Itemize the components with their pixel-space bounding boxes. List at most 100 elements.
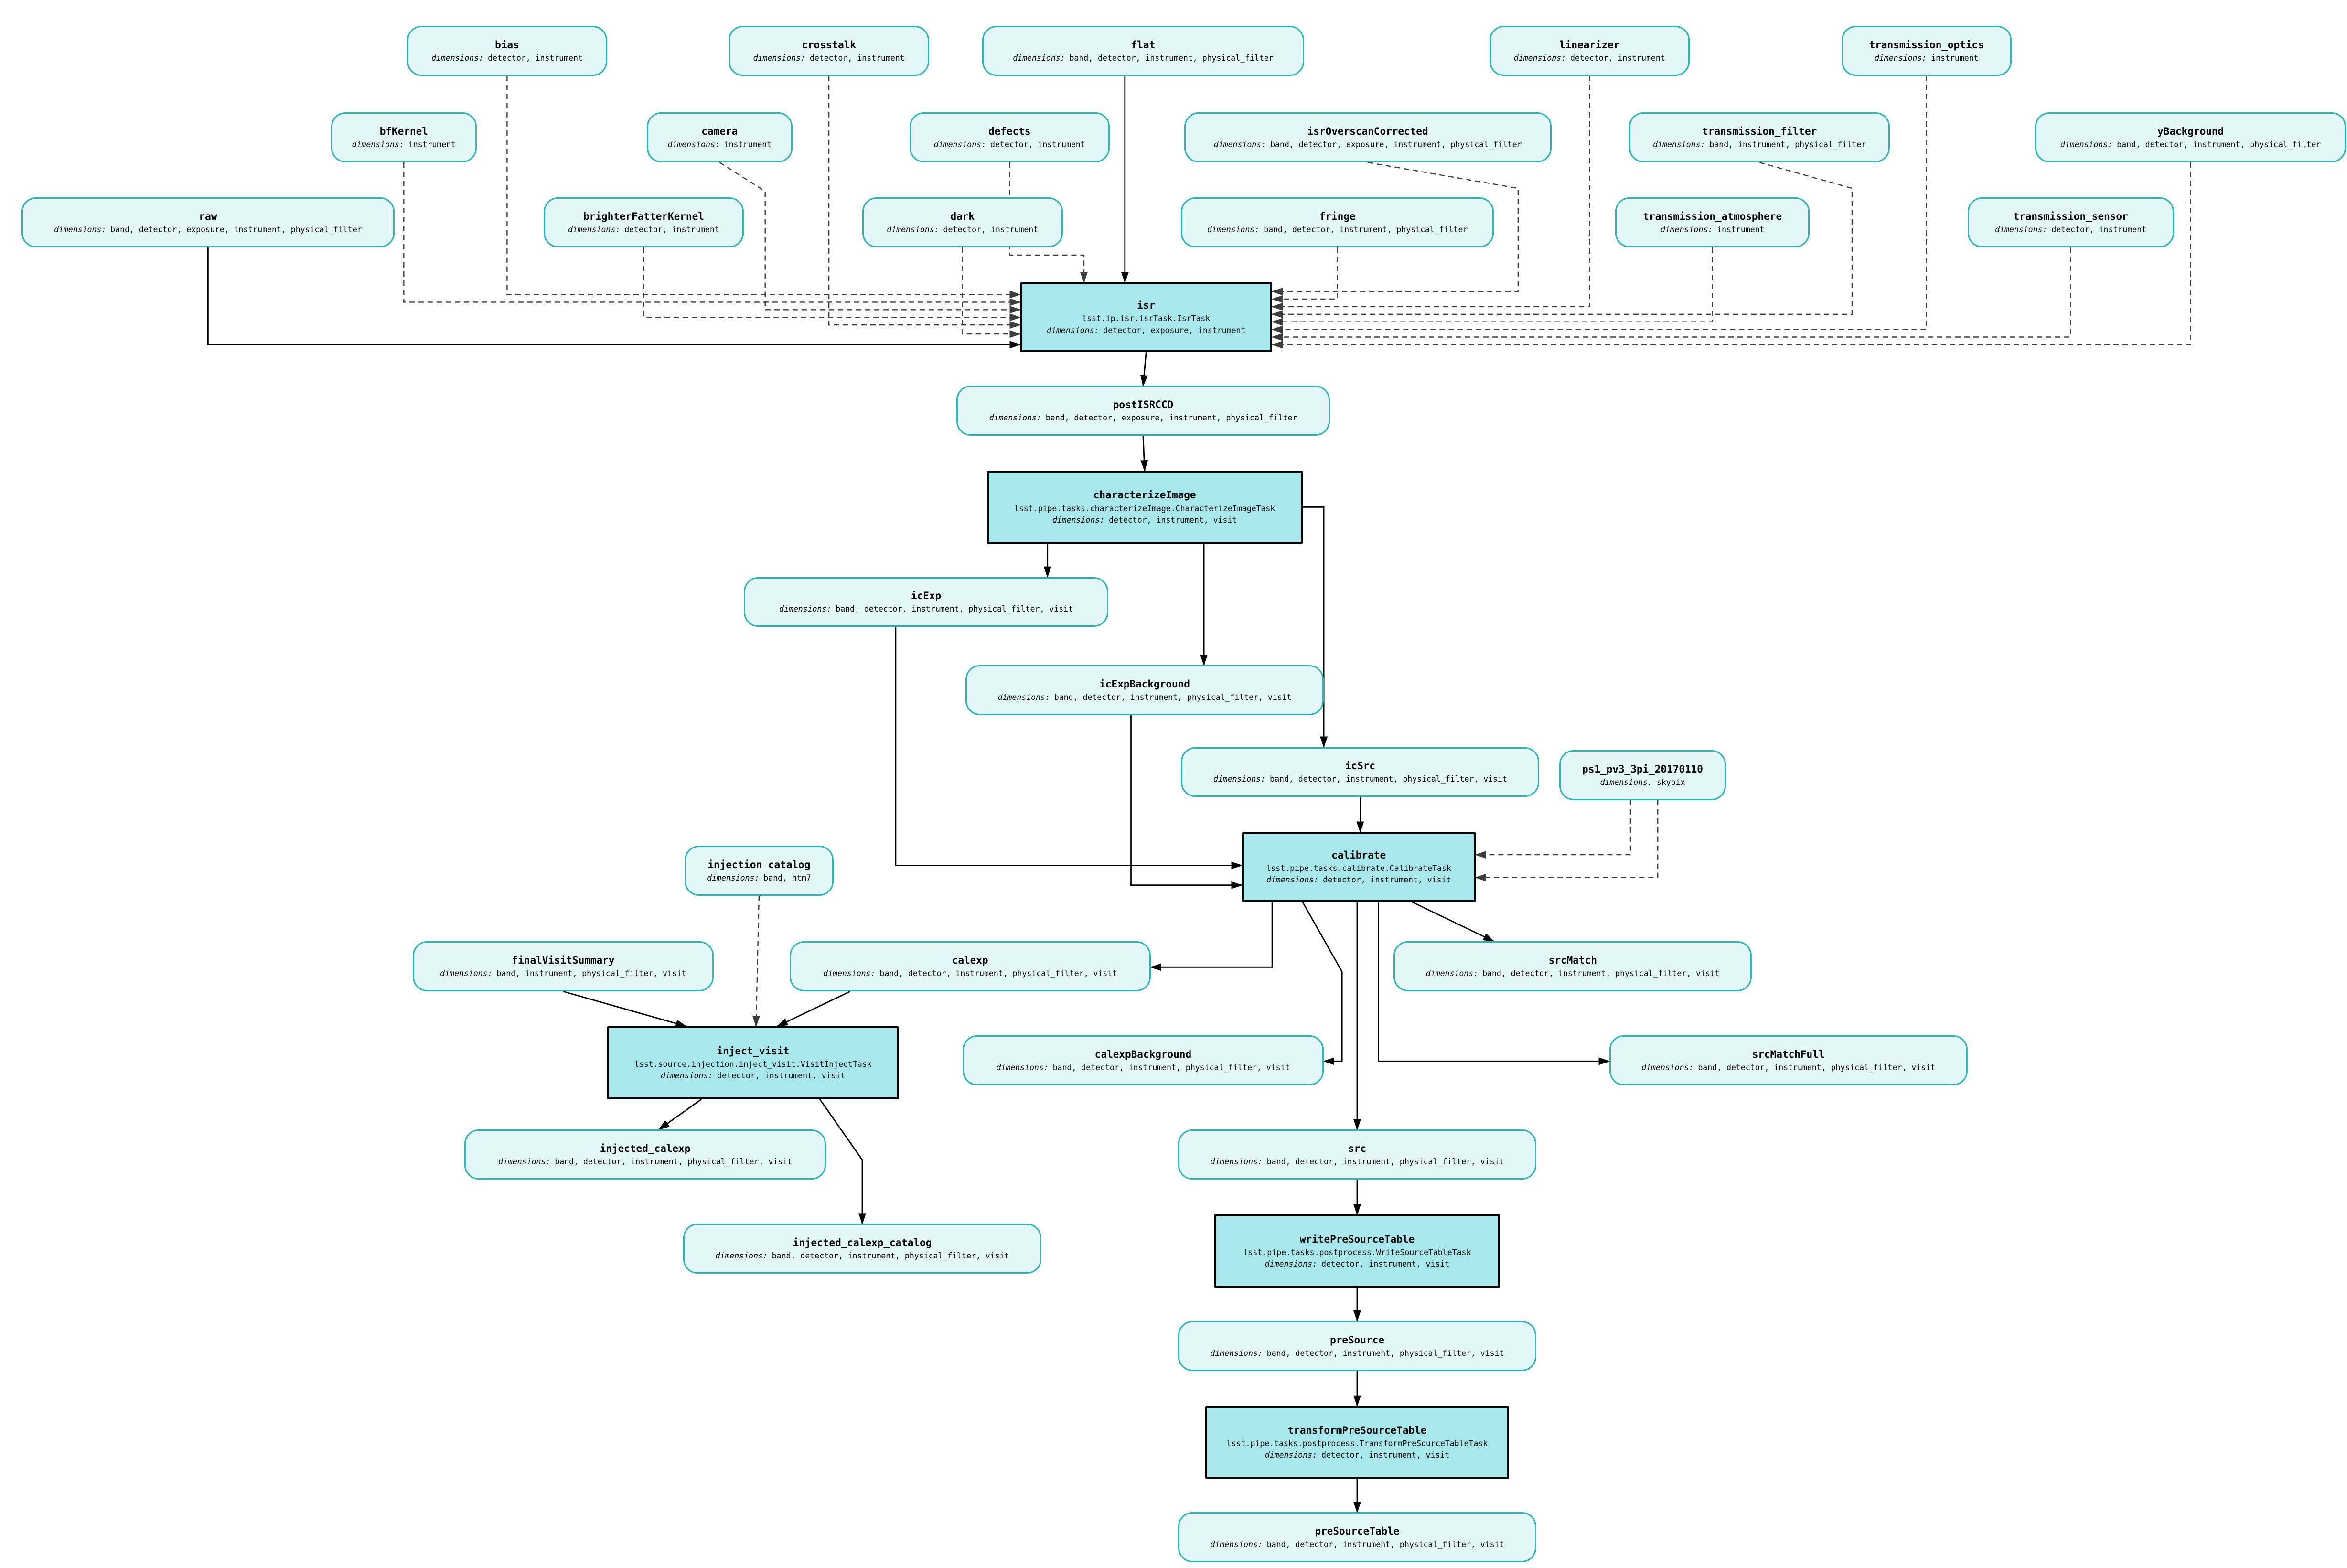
dimensions-label: dimensions: [440, 969, 493, 978]
dimensions-value: band, instrument, physical_filter, visit [496, 969, 686, 978]
node-transmission_filter: transmission_filter dimensions:band, inst… [1629, 112, 1890, 163]
edge-crosstalk-isr [828, 75, 1021, 329]
dimensions-value: band, detector, instrument, physical_fil… [1266, 1540, 1504, 1549]
node-brighterFatterKernel: brighterFatterKernel dimensions:detector,… [543, 197, 744, 247]
node-dimensions: dimensions:detector, instrument, visit [1265, 1451, 1450, 1459]
dimensions-value: detector, instrument [1570, 53, 1665, 63]
dimensions-value: instrument [408, 140, 456, 150]
dimensions-value: band, detector, exposure, instrument, ph… [110, 225, 362, 234]
node-crosstalk: crosstalk dimensions:detector, instrument [729, 26, 929, 76]
dimensions-label: dimensions: [715, 1251, 768, 1261]
edge-bias-isr [506, 75, 1021, 299]
node-title: src [1348, 1143, 1366, 1155]
dimensions-value: detector, instrument [990, 140, 1085, 150]
dimensions-value: band, detector, instrument, physical_fil… [772, 1251, 1009, 1261]
dimensions-label: dimensions: [1213, 140, 1266, 150]
dimensions-value: band, detector, instrument, physical_fil… [1482, 969, 1720, 978]
node-dimensions: dimensions:band, detector, instrument, p… [1213, 775, 1507, 783]
dimensions-label: dimensions: [707, 873, 760, 882]
edge-ps1_pv3_3pi_20170110-calibrate [1474, 800, 1659, 881]
dimensions-value: band, detector, instrument, physical_fil… [1264, 225, 1468, 234]
node-title: injected_calexp_catalog [793, 1237, 932, 1249]
dimensions-value: detector, exposure, instrument [1103, 325, 1246, 335]
task-class: lsst.ip.isr.isrTask.IsrTask [1082, 314, 1211, 323]
edge-calibrate-srcMatch [1411, 901, 1495, 942]
dimensions-label: dimensions: [1641, 1063, 1694, 1073]
node-dimensions: dimensions:detector, instrument [568, 226, 719, 234]
dimensions-label: dimensions: [1266, 875, 1319, 885]
dimensions-label: dimensions: [1210, 1348, 1263, 1358]
dimensions-label: dimensions: [1265, 1259, 1318, 1269]
node-dimensions: dimensions:detector, instrument, visit [1265, 1260, 1450, 1268]
dimensions-label: dimensions: [1425, 969, 1479, 978]
dimensions-value: band, detector, instrument, physical_fil… [1052, 1063, 1290, 1073]
edge-raw-isr [207, 247, 1021, 349]
task-class: lsst.pipe.tasks.postprocess.TransformPre… [1226, 1439, 1488, 1449]
node-title: injected_calexp [600, 1143, 691, 1155]
node-title: transmission_optics [1869, 39, 1984, 51]
node-dimensions: dimensions:band, detector, exposure, ins… [1214, 140, 1522, 149]
node-title: inject_visit [717, 1045, 790, 1057]
node-title: transmission_filter [1702, 125, 1817, 137]
dimensions-label: dimensions: [352, 140, 404, 150]
edge-injection_catalog-inject_visit [752, 895, 761, 1028]
edge-calexp-inject_visit [776, 990, 851, 1027]
edge-transmission_optics-isr [1271, 75, 1927, 333]
dimensions-label: dimensions: [933, 140, 986, 150]
dimensions-label: dimensions: [1210, 1157, 1263, 1167]
dimensions-label: dimensions: [661, 1071, 713, 1080]
node-injected_calexp_catalog: injected_calexp_catalog dimensions: band, … [683, 1224, 1041, 1274]
dimensions-label: dimensions: [568, 225, 621, 234]
dimensions-value: skypix [1656, 777, 1685, 787]
dimensions-value: band, detector, exposure, instrument, ph… [1045, 413, 1297, 423]
node-dimensions: dimensions:band, instrument, physical_fi… [1653, 140, 1866, 149]
node-title: preSource [1330, 1334, 1384, 1346]
dimensions-label: dimensions: [996, 1063, 1049, 1073]
dimensions-label: dimensions: [989, 413, 1041, 423]
dimensions-value: instrument [1717, 225, 1765, 234]
node-title: calexp [952, 955, 988, 967]
node-dimensions: dimensions:detector, instrument [431, 54, 583, 62]
node-dimensions: dimensions:band, detector, instrument, p… [2060, 140, 2321, 149]
node-title: brighterFatterKernel [583, 210, 704, 222]
node-dimensions: dimensions: band, detector, instrument, p… [716, 1252, 1009, 1260]
node-title: fringe [1319, 210, 1356, 222]
dimensions-value: band, detector, instrument, physical_fil… [1054, 692, 1292, 702]
dimensions-value: band, detector, instrument, physical_fil… [836, 604, 1073, 614]
edge-transmission_filter-isr [1271, 161, 1853, 318]
node-title: transformPreSourceTable [1287, 1425, 1427, 1437]
dimensions-label: dimensions: [498, 1157, 551, 1167]
dimensions-value: band, detector, instrument, physical_fil… [1069, 53, 1274, 63]
edge-transmission_atmosphere-isr [1271, 247, 1713, 326]
node-title: crosstalk [802, 39, 857, 51]
node-title: transmission_sensor [2013, 210, 2128, 222]
node-dimensions: dimensions:band, detector, instrument, p… [779, 605, 1073, 613]
edge-inject_visit-injected_calexp_catalog [819, 1098, 866, 1225]
dimensions-value: detector, instrument, visit [1323, 875, 1451, 885]
edge-finalVisitSummary-inject_visit [563, 990, 687, 1027]
dimensions-value: detector, instrument, visit [1321, 1450, 1450, 1460]
edge-calibrate-calexpBackground [1302, 902, 1343, 1065]
edge-camera-isr [719, 161, 1021, 314]
task-class: lsst.source.injection.inject_visit.Visit… [634, 1059, 872, 1069]
node-title: yBackground [2157, 125, 2224, 137]
node-title: injection_catalog [707, 859, 811, 870]
edge-brighterFatterKernel-isr [643, 247, 1021, 322]
node-dimensions: dimensions:detector, instrument [753, 54, 905, 62]
dimensions-value: band, detector, instrument, physical_fil… [2117, 140, 2321, 150]
dimensions-label: dimensions: [1653, 140, 1705, 150]
node-title: bias [495, 39, 519, 51]
node-title: transmission_atmosphere [1643, 210, 1782, 222]
task-class: lsst.pipe.tasks.calibrate.CalibrateTask [1266, 863, 1451, 873]
